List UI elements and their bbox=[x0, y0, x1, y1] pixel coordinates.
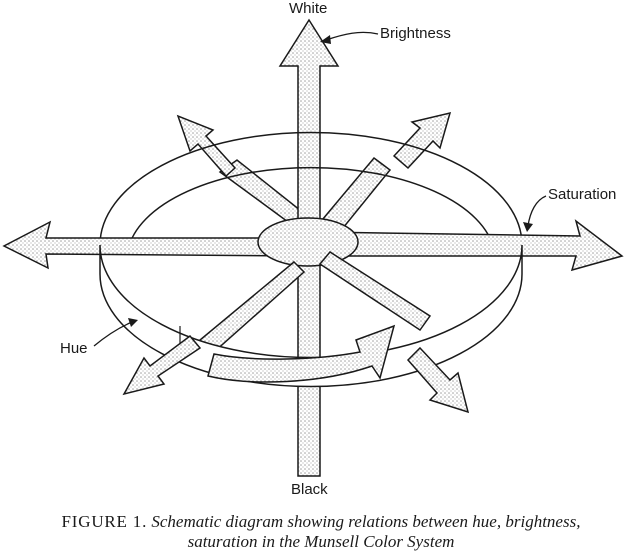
saturation-left-arrow bbox=[2, 220, 301, 270]
spoke-front-right bbox=[318, 251, 432, 332]
label-saturation: Saturation bbox=[548, 186, 617, 203]
saturation-right-arrow bbox=[319, 219, 624, 272]
caption-line-2: saturation in the Munsell Color System bbox=[187, 532, 455, 551]
arrow-upper-right bbox=[392, 111, 452, 170]
spoke-front-left bbox=[198, 260, 306, 353]
figure-caption: FIGURE 1. Schematic diagram showing rela… bbox=[0, 512, 642, 552]
arrow-upper-left bbox=[176, 114, 237, 178]
center-hub bbox=[257, 217, 359, 267]
caption-line-1: Schematic diagram showing relations betw… bbox=[151, 512, 581, 531]
brightness-up-arrow bbox=[278, 18, 340, 241]
hue-direction-arrow bbox=[207, 324, 396, 383]
hue-ring-back bbox=[99, 131, 523, 246]
label-brightness: Brightness bbox=[380, 25, 451, 42]
hue-pointer bbox=[93, 321, 133, 347]
arrow-lower-right bbox=[406, 346, 470, 414]
saturation-pointer bbox=[527, 195, 547, 227]
label-black: Black bbox=[291, 481, 328, 498]
label-white: White bbox=[289, 0, 328, 17]
brightness-pointer bbox=[325, 31, 379, 41]
figure-number: FIGURE 1. bbox=[61, 512, 148, 531]
munsell-diagram bbox=[2, 18, 624, 477]
arrow-lower-left bbox=[122, 334, 202, 396]
label-hue: Hue bbox=[60, 340, 88, 357]
